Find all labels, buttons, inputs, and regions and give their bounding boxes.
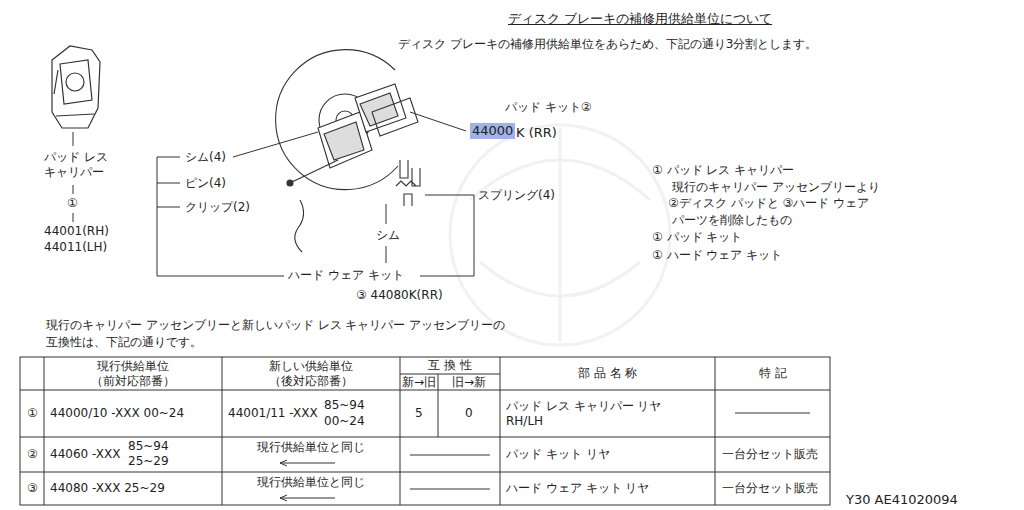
note-text: ① パッド レス キャリパー [652,163,794,178]
part-number: 44011(LH) [44,240,107,255]
table-cell: 現行供給単位と同じ [257,475,365,490]
table-cell: 現行供給単位と同じ [257,440,365,455]
part-name: シム [376,228,400,243]
table-cell: 0 [465,406,473,421]
note-text: 現行のキャリパー アッセンブリーと新しいパッド レス キャリパー アッセンブリー… [46,318,505,333]
part-number-highlight: 44000 [470,123,515,139]
note-text: パーツを削除したもの [672,213,792,228]
part-name: ピン(4) [185,176,226,191]
part-name: パッド キット② [505,100,592,115]
subtitle: ディスク ブレーキの補修用供給単位をあらため、下記の通り3分割とします。 [398,37,817,52]
row-number: ① [27,406,38,421]
exploded-view [276,50,420,252]
table-header: 部 品 名 称 [578,366,637,381]
pin-head [287,180,293,186]
row-number: ③ [27,481,38,496]
table-cell: パッド キット リヤ [506,447,610,462]
table-border [20,357,830,505]
table-header: 現行供給単位 （前対応部番） [83,359,183,389]
note-text: ① パッド キット [652,230,742,245]
year-range: 25~29 [128,454,169,469]
part-name: ハード ウェア キット [288,268,404,283]
table-header: 新→旧 [402,375,436,390]
table-cell: 一台分セット販売 [722,481,818,496]
part-name: クリップ(2) [185,200,250,215]
caliper-detail [54,70,94,116]
pad-lining [324,122,364,160]
callout-number: ① [67,196,78,211]
table-cell: 5 [415,406,423,421]
caliper-piston [66,73,84,91]
part-name: シム(4) [185,150,226,165]
table-header: 互 換 性 [428,358,472,373]
table-header: 新しい供給単位 （後対応部番） [261,359,361,389]
clip [295,200,304,252]
table-cell: ハード ウェア キット リヤ [506,481,649,496]
year-range: 85~94 [324,398,365,413]
pad-backing-plate [355,84,406,132]
part-number-suffix: K (RR) [516,125,557,141]
table-cell: パッド レス キャリパー リヤ RH/LH [506,399,678,429]
parts-table-grid [20,357,830,505]
part-number: ③ 44080K(RR) [356,288,443,303]
shim [372,98,418,136]
caliper-body [52,46,100,128]
table-rule [20,357,830,505]
year-range: 00~24 [324,414,365,429]
table-cell: 一台分セット販売 [722,447,818,462]
part-name: スプリング(4) [478,188,555,203]
table-cell: 44001/11 -XXX [228,406,318,421]
watermark-helmet [470,128,650,342]
spring [396,160,420,206]
table-header: 特 記 [759,366,787,381]
note-text: ① ハード ウェア キット [652,248,782,263]
note-text: ②ディスク パッドと ③ハード ウェア [668,196,869,211]
pin [292,160,338,182]
table-cell: 44000/10 -XXX 00~24 [50,406,184,421]
caliper-drawing [52,46,100,128]
part-name: パッド レス キャリパー [44,150,114,180]
watermark-emblem [450,125,670,345]
table-cell: 44060 -XXX [50,447,120,462]
figure-code: Y30 AE41020094 [846,492,958,508]
disc-rotor [276,50,398,190]
page-title: ディスク ブレーキの補修用供給単位について [508,11,772,27]
table-header: 旧→新 [452,375,486,390]
note-text: 現行のキャリパー アッセンブリーより [672,180,880,195]
table-cell: 44080 -XXX 25~29 [50,481,165,496]
note-text: 互換性は、下記の通りです。 [46,335,202,350]
caliper-window [60,60,92,104]
row-number: ② [27,447,38,462]
bracket-line [157,112,474,276]
part-number: 44001(RH) [44,224,109,239]
watermark-ring [450,125,670,345]
year-range: 85~94 [128,439,169,454]
